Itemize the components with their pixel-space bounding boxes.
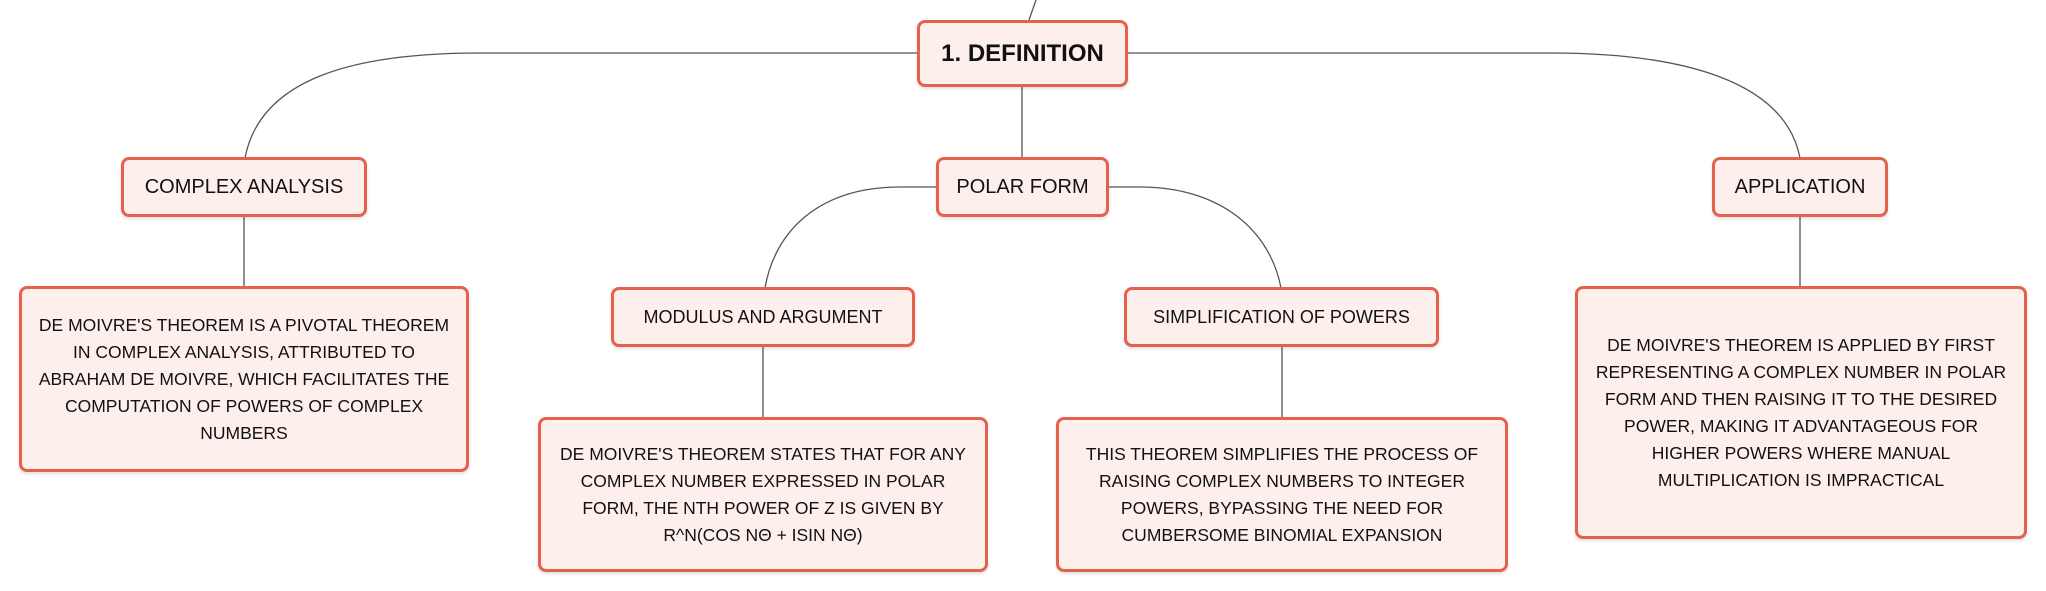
connector-root-complex-analysis [244,52,918,159]
description-node-complex-analysis[interactable]: DE MOIVRE'S THEOREM IS A PIVOTAL THEOREM… [19,286,469,472]
description-text: DE MOIVRE'S THEOREM IS A PIVOTAL THEOREM… [38,314,450,443]
connector-polar-modulus [764,186,937,289]
connector-root-application [1127,52,1801,159]
root-node-definition[interactable]: 1. DEFINITION [917,20,1128,87]
description-text: DE MOIVRE'S THEOREM IS APPLIED BY FIRST … [1595,334,2007,490]
description-text: THIS THEOREM SIMPLIFIES THE PROCESS OF R… [1085,443,1479,545]
connector-polar-simplification [1107,186,1282,289]
description-text: DE MOIVRE'S THEOREM STATES THAT FOR ANY … [560,443,966,545]
description-node-application[interactable]: DE MOIVRE'S THEOREM IS APPLIED BY FIRST … [1575,286,2027,539]
topic-node-label: COMPLEX ANALYSIS [144,175,344,198]
connector-parent-root [1028,0,1037,21]
subtopic-node-label: MODULUS AND ARGUMENT [643,306,883,327]
root-node-label: 1. DEFINITION [941,39,1104,67]
subtopic-node-label: SIMPLIFICATION OF POWERS [1153,306,1410,327]
topic-node-label: APPLICATION [1734,175,1866,198]
subtopic-node-simplification-of-powers[interactable]: SIMPLIFICATION OF POWERS [1124,287,1439,347]
description-node-simplification-of-powers[interactable]: THIS THEOREM SIMPLIFIES THE PROCESS OF R… [1056,417,1508,572]
subtopic-node-modulus-and-argument[interactable]: MODULUS AND ARGUMENT [611,287,915,347]
topic-node-polar-form[interactable]: POLAR FORM [936,157,1109,217]
topic-node-application[interactable]: APPLICATION [1712,157,1888,217]
description-node-modulus-and-argument[interactable]: DE MOIVRE'S THEOREM STATES THAT FOR ANY … [538,417,988,572]
topic-node-complex-analysis[interactable]: COMPLEX ANALYSIS [121,157,367,217]
topic-node-label: POLAR FORM [956,175,1089,198]
